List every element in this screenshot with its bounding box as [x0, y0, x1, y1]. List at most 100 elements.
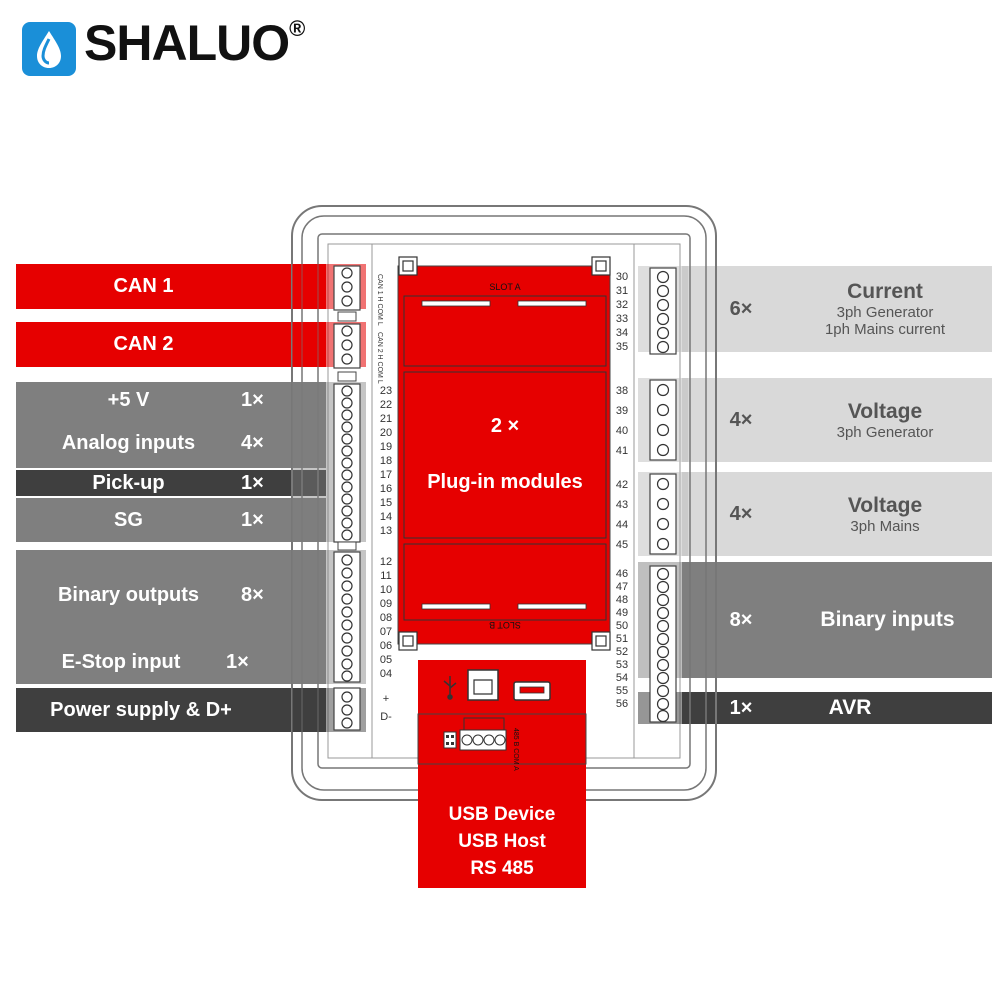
pin-number: 48: [616, 594, 628, 606]
band-label: CAN 1: [113, 275, 174, 297]
pin-number: 18: [380, 455, 392, 467]
band-voltage-mains: 4× Voltage 3ph Mains: [682, 472, 992, 556]
pin-number: 50: [616, 620, 628, 632]
pin-number: 42: [616, 479, 628, 491]
band-count: 1×: [241, 508, 264, 531]
pin-number: 05: [380, 654, 392, 666]
drop-icon: [37, 31, 61, 68]
rs485-connector-label: 485 B COM A: [512, 728, 519, 771]
band-label: SG: [114, 508, 143, 531]
pin-number: 35: [616, 341, 628, 353]
band-sub: 3ph Mains: [850, 517, 920, 535]
pin-number: 51: [616, 633, 628, 645]
slot-a-box: [403, 295, 607, 367]
band-label: Analog inputs: [61, 431, 196, 454]
band-current: 6× Current 3ph Generator 1ph Mains curre…: [682, 266, 992, 352]
usb-device-port: [467, 669, 499, 701]
band-can1: CAN 1: [16, 264, 326, 309]
band-count: 4×: [729, 502, 753, 525]
pin-number: 33: [616, 313, 628, 325]
band-count: 4×: [241, 431, 264, 454]
pin-number: 43: [616, 499, 628, 511]
band-title: Voltage: [847, 399, 923, 423]
comms-rs485: RS 485: [470, 858, 534, 879]
modules-label: Plug-in modules: [427, 471, 583, 493]
pin-number: 15: [380, 497, 392, 509]
band-title: Voltage: [847, 493, 923, 517]
band-count: 1×: [729, 696, 753, 719]
modules-count: 2 ×: [491, 415, 519, 437]
pin-number: 41: [616, 445, 628, 457]
pin-number: 45: [616, 539, 628, 551]
pin-number: 04: [380, 668, 392, 680]
pin-number: 10: [380, 584, 392, 596]
pin-number: 56: [616, 698, 628, 710]
pin-number: 13: [380, 525, 392, 537]
pin-number: 19: [380, 441, 392, 453]
band-count: 1×: [226, 650, 249, 673]
registered-mark: ®: [289, 16, 305, 42]
band-count: 4×: [729, 408, 753, 431]
mounting-screws: [398, 256, 611, 651]
band-can2: CAN 2: [16, 322, 326, 367]
pin-number: 38: [616, 385, 628, 397]
pin-number: 11: [380, 570, 391, 582]
band-count: 1×: [241, 471, 264, 494]
slot-b-label: SLOT B: [489, 620, 521, 630]
band-label: Power supply & D+: [50, 698, 232, 721]
band-title: Binary inputs: [820, 608, 955, 631]
pin-number: 52: [616, 646, 628, 658]
band-label: Pick-up: [92, 471, 165, 494]
pin-number: 54: [616, 672, 628, 684]
pin-number: 39: [616, 405, 628, 417]
pin-number: 53: [616, 659, 628, 671]
pin-label-plus: +: [383, 693, 389, 705]
band-title: Current: [847, 280, 923, 303]
band-sub: 3ph Generator: [836, 304, 934, 321]
pin-number: 12: [380, 556, 392, 568]
comms-usb-host: USB Host: [458, 831, 546, 852]
left-jumpers: [337, 311, 357, 551]
pin-label-dminus: D-: [380, 711, 392, 723]
band-sub: 3ph Generator: [836, 423, 934, 441]
right-screws: [656, 270, 670, 723]
band-count: 8×: [241, 583, 264, 606]
band-sub: 1ph Mains current: [824, 321, 946, 338]
usb-icon: [443, 676, 457, 700]
pin-number: 46: [616, 568, 628, 580]
pin-number: 49: [616, 607, 628, 619]
band-plus5v: +5 V 1×: [16, 382, 326, 418]
pin-number: 23: [380, 385, 392, 397]
band-binary-inputs: 8× Binary inputs: [682, 562, 992, 678]
band-analog-inputs: Analog inputs 4×: [16, 418, 326, 468]
left-screws: [341, 267, 353, 729]
pin-number: 44: [616, 519, 628, 531]
pin-number: 34: [616, 327, 628, 339]
pin-number: 09: [380, 598, 392, 610]
band-avr: 1× AVR: [682, 692, 992, 724]
comms-area: [418, 660, 586, 888]
can1-connector-label: CAN 1 H COM L: [376, 274, 383, 326]
slot-rails: [421, 300, 587, 610]
can-connector-labels: CAN 1 H COM L CAN 2 H COM L: [376, 274, 383, 384]
can2-connector-label: CAN 2 H COM L: [376, 332, 383, 384]
pin-number: 14: [380, 511, 392, 523]
right-pin-numbers: 30 31 32 33 34 35 38 39 40 41 42 43 44 4…: [616, 271, 628, 710]
brand-logo-icon: [22, 22, 76, 76]
brand-name: SHALUO®: [84, 15, 305, 71]
band-title: AVR: [828, 696, 872, 719]
pin-number: 06: [380, 640, 392, 652]
left-pin-numbers: 23 22 21 20 19 18 17 16 15 14 13 12 11 1…: [380, 385, 392, 723]
band-power-supply: Power supply & D+: [16, 688, 326, 732]
rs485-terminal: [417, 713, 587, 765]
band-sg: SG 1×: [16, 498, 326, 542]
pin-number: 16: [380, 483, 392, 495]
pin-number: 21: [380, 413, 392, 425]
band-count: 1×: [241, 388, 264, 411]
band-label: CAN 2: [113, 333, 174, 355]
band-estop-input: E-Stop input 1×: [16, 640, 326, 684]
band-label: +5 V: [107, 388, 150, 411]
band-label: Binary outputs: [57, 583, 200, 606]
right-terminals: [649, 267, 677, 723]
